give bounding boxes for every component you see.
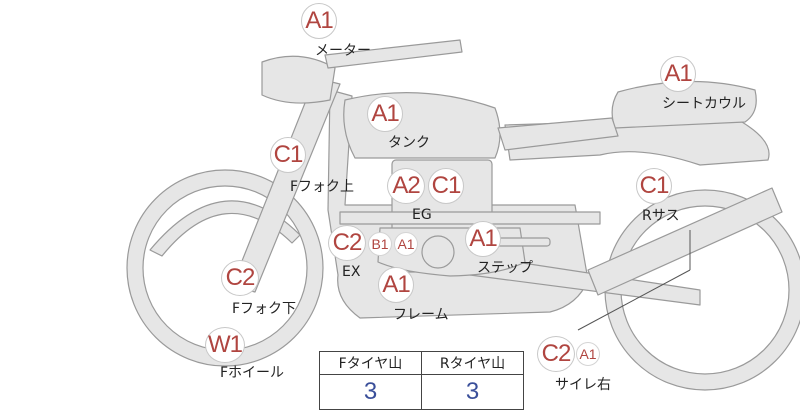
handlebar	[324, 39, 463, 69]
headlight-cowl	[261, 55, 336, 104]
badge-rear-suspension-c1[interactable]: C1	[636, 168, 672, 204]
label-exhaust: EX	[342, 264, 361, 280]
header-front-tire-tread: Fタイヤ山	[319, 351, 422, 375]
header-rear-tire-tread: Rタイヤ山	[421, 351, 524, 375]
badge-frame-a1[interactable]: A1	[378, 267, 414, 303]
label-meter: メーター	[315, 43, 371, 59]
rear-wheel	[604, 189, 800, 391]
badge-step-a1[interactable]: A1	[465, 221, 501, 257]
badge-front-fork-lower-c2[interactable]: C2	[221, 260, 259, 296]
engine-cover	[421, 235, 455, 269]
label-seat-cowl: シートカウル	[662, 96, 746, 112]
label-tank: タンク	[388, 135, 430, 151]
label-front-fork-upper: Fフォク上	[290, 179, 355, 195]
seat	[497, 117, 619, 151]
value-front-tire-tread[interactable]: 3	[319, 374, 422, 410]
label-step: ステップ	[477, 260, 533, 276]
badge-muffler-right-a1[interactable]: A1	[576, 342, 600, 366]
badge-exhaust-b1[interactable]: B1	[368, 232, 392, 256]
label-front-fork-lower: Fフォク下	[232, 301, 297, 317]
badge-seat-cowl-a1[interactable]: A1	[660, 56, 696, 92]
muffler-pointer-line-2	[577, 269, 691, 331]
badge-front-wheel-w1[interactable]: W1	[205, 327, 245, 363]
label-engine: EG	[412, 207, 432, 223]
value-rear-tire-tread[interactable]: 3	[421, 374, 524, 410]
badge-engine-c1[interactable]: C1	[428, 168, 464, 204]
muffler	[587, 187, 783, 296]
exhaust-pipe	[339, 211, 601, 225]
badge-meter-a1[interactable]: A1	[301, 3, 337, 39]
label-muffler-right: サイレ右	[555, 377, 611, 393]
tire-tread-table: Fタイヤ山 Rタイヤ山 3 3	[319, 351, 524, 410]
label-rear-suspension: Rサス	[642, 208, 680, 224]
badge-engine-a2[interactable]: A2	[387, 168, 425, 204]
label-frame: フレーム	[393, 307, 449, 323]
label-front-wheel: Fホイール	[220, 365, 285, 381]
badge-exhaust-c2[interactable]: C2	[328, 225, 366, 261]
badge-tank-a1[interactable]: A1	[367, 96, 403, 132]
badge-front-fork-upper-c1[interactable]: C1	[270, 137, 306, 173]
badge-exhaust-a1[interactable]: A1	[394, 232, 418, 256]
badge-muffler-right-c2[interactable]: C2	[537, 336, 575, 372]
front-wheel-rim	[126, 169, 324, 367]
